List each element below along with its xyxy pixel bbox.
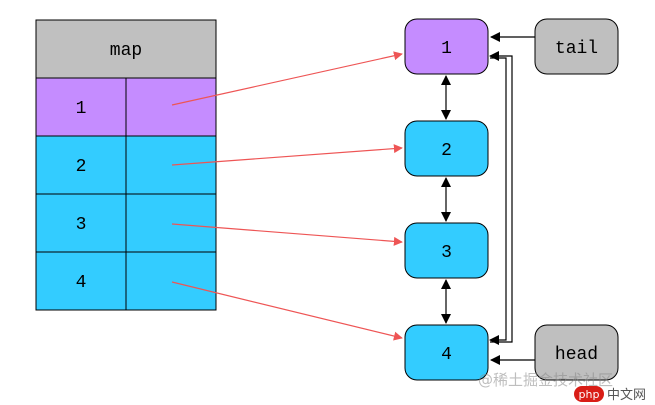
circular-link-arrow [489, 51, 513, 343]
pointer-arrow [171, 144, 403, 166]
map-key-label: 1 [76, 99, 87, 119]
head-node-box [534, 324, 619, 381]
map-row: 3 [35, 193, 217, 253]
map-row: 4 [35, 251, 217, 311]
list-node: 4 [404, 324, 489, 381]
linked-list: 1 2 3 4 [404, 18, 513, 381]
tail-node-box [534, 18, 619, 75]
map-value-cell [125, 135, 217, 195]
map-key-cell [35, 135, 127, 195]
php-logo-text: php [579, 388, 600, 401]
list-node: 3 [404, 222, 489, 279]
php-logo-badge [574, 386, 604, 402]
map-key-label: 4 [76, 273, 87, 293]
list-node-label: 2 [441, 141, 452, 161]
list-node-label: 1 [441, 39, 452, 59]
pointer-arrow [171, 223, 403, 246]
map-table: map 1 2 3 4 [35, 19, 217, 311]
map-value-cell [125, 77, 217, 137]
map-row: 2 [35, 135, 217, 195]
list-node: 2 [404, 120, 489, 177]
list-node-box [404, 120, 489, 177]
map-pointers [171, 51, 403, 341]
map-title: map [110, 41, 142, 61]
list-node-label: 4 [441, 345, 452, 365]
watermark-text: @稀土掘金技术社区 [478, 371, 613, 389]
map-value-cell [125, 193, 217, 253]
pointer-arrow [171, 51, 403, 106]
head-label: head [555, 345, 598, 365]
tail-label: tail [555, 39, 598, 59]
map-key-cell [35, 77, 127, 137]
map-value-cell [125, 251, 217, 311]
circular-link-arrow [489, 57, 507, 345]
list-node-box [404, 324, 489, 381]
head-pointer: head [490, 324, 619, 381]
map-key-cell [35, 251, 127, 311]
watermark: @稀土掘金技术社区 php 中文网 [478, 371, 646, 403]
map-header-cell [35, 19, 217, 79]
php-logo-suffix: 中文网 [607, 388, 646, 403]
map-key-cell [35, 193, 127, 253]
list-node: 1 [404, 18, 489, 75]
map-key-label: 2 [76, 157, 87, 177]
list-node-label: 3 [441, 243, 452, 263]
list-node-box [404, 222, 489, 279]
pointer-arrow [171, 281, 403, 341]
list-node-box [404, 18, 489, 75]
map-row: 1 [35, 77, 217, 137]
tail-pointer: tail [490, 18, 619, 75]
map-key-label: 3 [76, 215, 87, 235]
